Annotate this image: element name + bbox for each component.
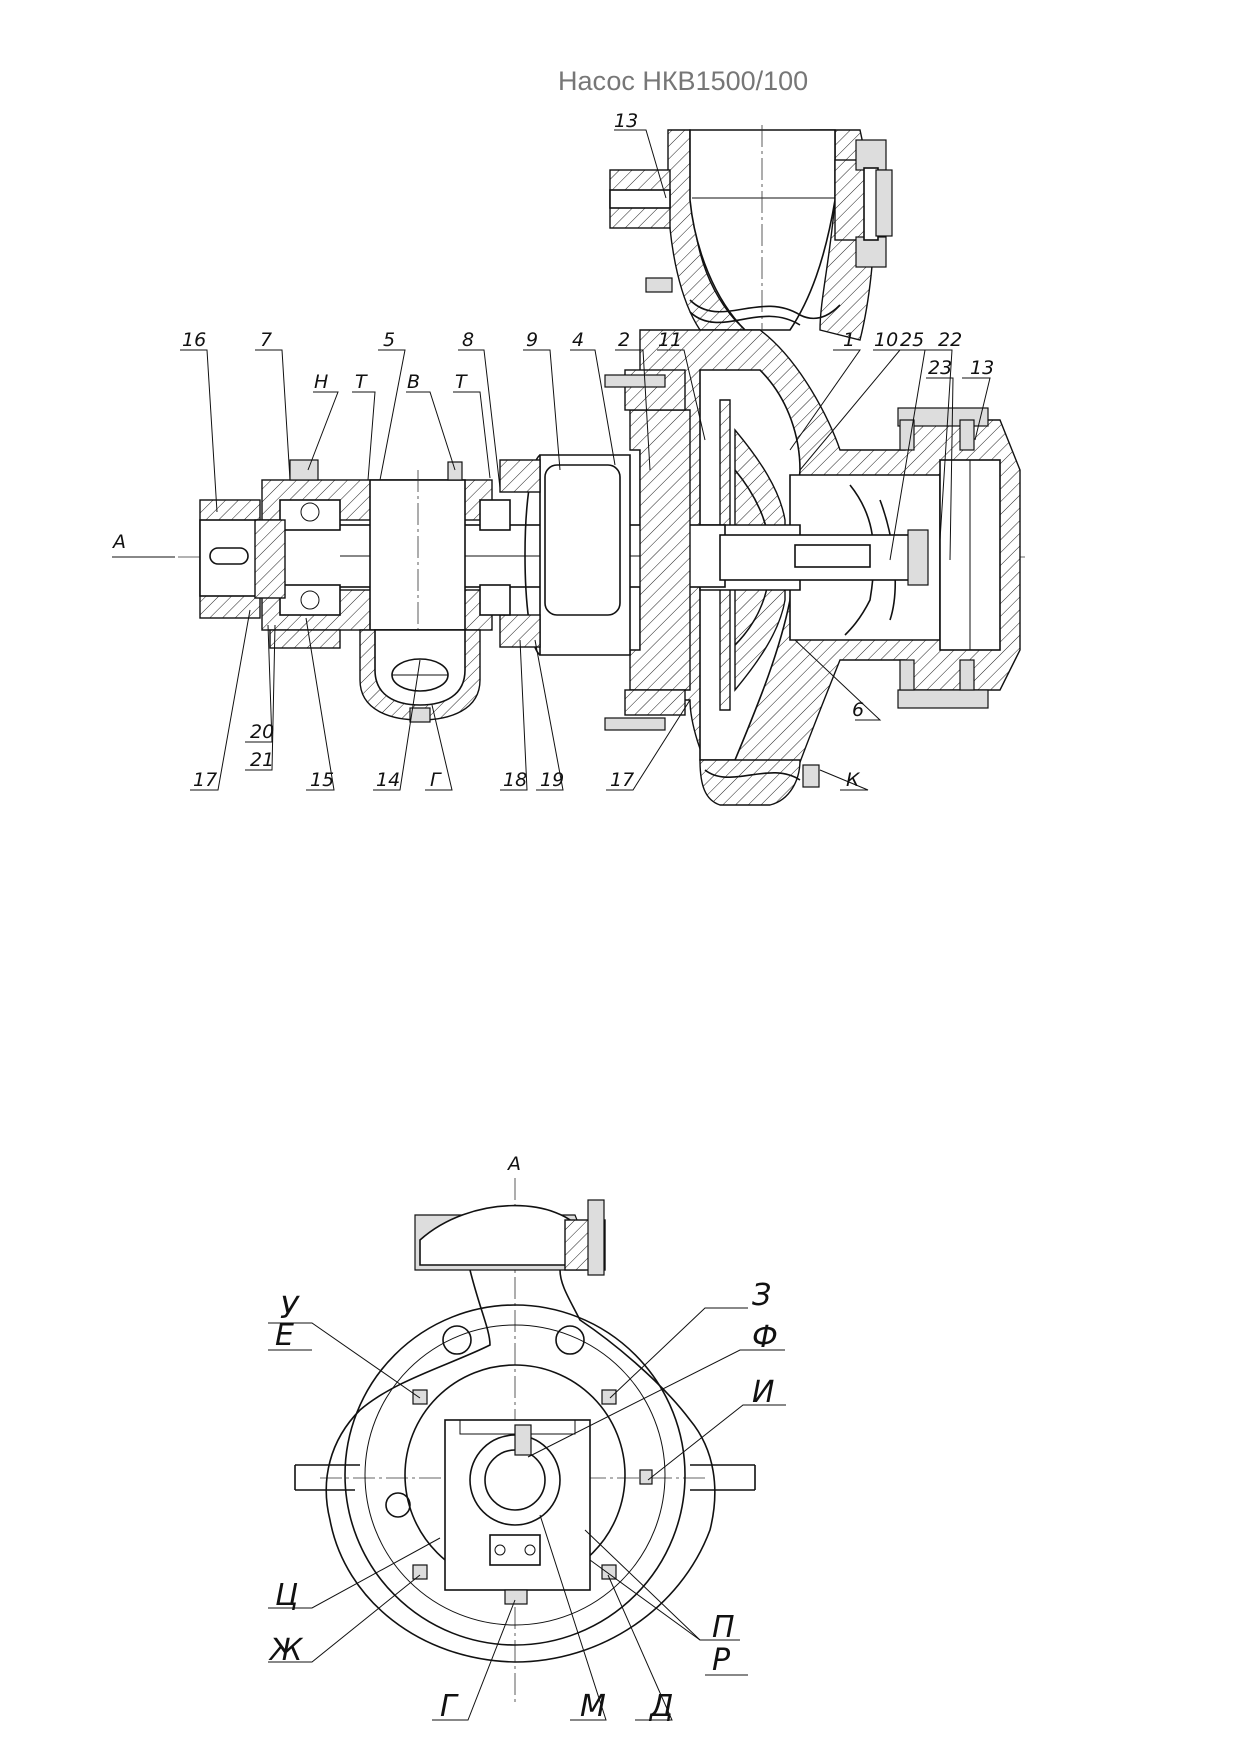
callouts-bottom: У Е З Ф И Ц Ж П Р Г М Д	[268, 1278, 778, 1724]
callout-zh: Ж	[268, 1633, 304, 1668]
callout-18: 18	[503, 769, 527, 791]
callout-20: 20	[250, 721, 274, 743]
bearing-housing	[261, 459, 511, 723]
callouts-top: 13 16 7 Н Т 5 В Т 8 9 4 2 11 1 10 25 22 …	[182, 110, 994, 791]
callout-t-right: Т	[455, 371, 468, 393]
callout-g-bottom: Г	[440, 1689, 459, 1724]
callout-i: И	[752, 1375, 774, 1410]
callout-13-top: 13	[614, 110, 638, 132]
leader-lines-top	[180, 129, 991, 791]
callout-f: Ф	[752, 1320, 778, 1355]
callout-7: 7	[260, 329, 272, 351]
callout-9: 9	[526, 329, 538, 351]
callout-15: 15	[310, 769, 334, 791]
callout-25: 25	[900, 329, 924, 351]
callout-m: М	[580, 1689, 606, 1724]
callout-10: 10	[874, 329, 898, 351]
callout-z: З	[752, 1278, 771, 1313]
coupling-hub	[199, 499, 286, 619]
callout-p: П	[712, 1610, 735, 1645]
callout-17-right: 17	[610, 769, 634, 791]
callout-5: 5	[383, 329, 395, 351]
callout-4: 4	[572, 329, 584, 351]
callout-e: Е	[275, 1318, 294, 1353]
callout-ts: Ц	[275, 1578, 298, 1613]
view-label-a: А	[506, 1153, 521, 1175]
callout-v: В	[407, 371, 420, 393]
callout-8: 8	[462, 329, 474, 351]
callout-11: 11	[658, 329, 682, 351]
callout-u: У	[280, 1291, 300, 1326]
sectional-view: А	[111, 110, 1025, 806]
end-view: А	[268, 1153, 786, 1724]
callout-14: 14	[376, 769, 400, 791]
callout-17-left: 17	[193, 769, 217, 791]
callout-6: 6	[852, 699, 864, 721]
callout-t-left: Т	[355, 371, 368, 393]
callout-19: 19	[540, 769, 564, 791]
callout-d: Д	[648, 1689, 673, 1724]
callout-g-top: Г	[430, 769, 442, 791]
callout-2: 2	[618, 329, 630, 351]
callout-k: К	[846, 769, 861, 791]
bearing-bracket	[499, 369, 691, 731]
leader-lines-bottom	[268, 1307, 786, 1721]
callout-22: 22	[938, 329, 962, 351]
callout-n: Н	[314, 371, 328, 393]
callout-21: 21	[250, 749, 274, 771]
section-label-a: А	[111, 531, 126, 553]
callout-1: 1	[843, 329, 855, 351]
drawing-title: Насос НКВ1500/100	[558, 66, 808, 96]
callout-r: Р	[712, 1643, 731, 1678]
callout-16: 16	[182, 329, 206, 351]
callout-13-right: 13	[970, 357, 994, 379]
discharge-branch	[609, 125, 893, 341]
callout-23: 23	[928, 357, 952, 379]
